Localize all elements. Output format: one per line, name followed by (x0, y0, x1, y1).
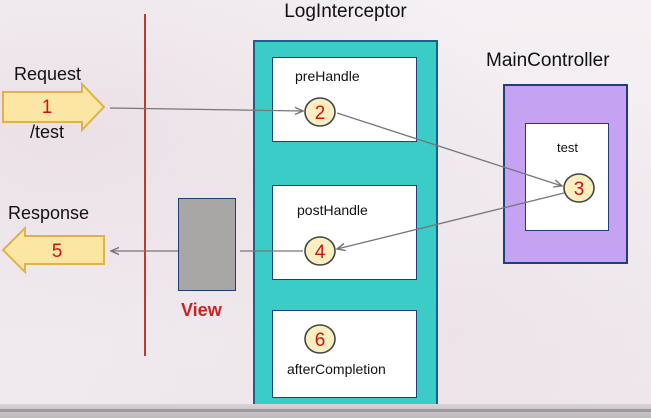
request-label: Request (14, 64, 82, 84)
step-number-1: 1 (42, 97, 53, 118)
response-block-arrow (1, 225, 105, 275)
controller-to-posthandle-arrow (337, 192, 565, 249)
aftercompletion-box (272, 310, 417, 398)
interceptor-title: LogInterceptor (284, 1, 407, 22)
step-number-6: 6 (315, 330, 326, 351)
controller-method-box (525, 123, 609, 231)
request-path: /test (30, 122, 65, 142)
view-box (178, 198, 236, 291)
step-number-4: 4 (315, 242, 326, 263)
video-progress-track[interactable] (0, 409, 651, 412)
step-number-3: 3 (574, 179, 585, 200)
posthandle-box (272, 185, 417, 280)
video-progress-bar[interactable] (0, 404, 651, 418)
request-block-arrow (2, 81, 106, 133)
view-label: View (181, 300, 222, 320)
step-circle-6 (304, 324, 336, 354)
step-number-2: 2 (315, 103, 326, 124)
step-number-5: 5 (52, 241, 63, 262)
step-circle-3 (563, 173, 595, 203)
request-to-prehandle-arrow (109, 108, 303, 111)
prehandle-box (272, 57, 417, 142)
prehandle-to-controller-arrow (336, 112, 562, 186)
step-circle-4 (304, 236, 336, 266)
aftercompletion-label: afterCompletion (287, 361, 386, 377)
client-server-divider (144, 14, 146, 356)
response-label: Response (8, 203, 90, 223)
prehandle-label: preHandle (295, 68, 360, 84)
posthandle-label: postHandle (297, 202, 368, 218)
controller-title: MainController (486, 50, 610, 71)
step-circle-2 (304, 97, 336, 127)
controller-method-label: test (557, 140, 578, 155)
